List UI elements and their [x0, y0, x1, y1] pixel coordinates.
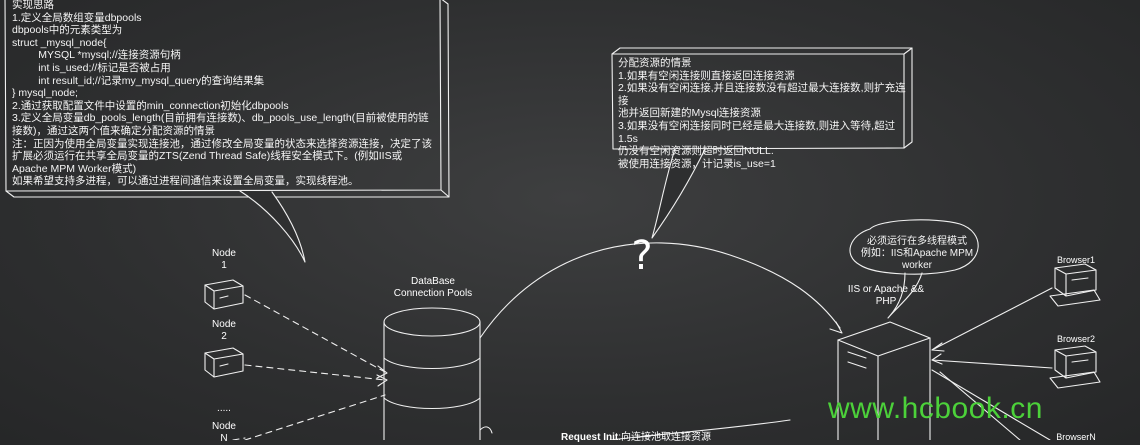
browser1-label: Browser1: [1056, 255, 1095, 265]
node-connection-lines: [232, 294, 386, 440]
node1-icon: [204, 279, 244, 310]
left-note-box: [4, 0, 450, 263]
arrow-db-to-server: [479, 242, 841, 339]
left-note-text: 实现思路 1.定义全局数组变量dbpools dbpools中的元素类型为 st…: [12, 0, 432, 188]
arrow-bottom-curve: [609, 419, 791, 440]
node1-label: Node 1: [212, 248, 236, 271]
browser2-icon: [1049, 345, 1101, 389]
watermark: www.hcbook.cn: [828, 392, 1043, 425]
db-pool-label: DataBase Connection Pools: [393, 276, 473, 299]
bubble-note-text: 必须运行在多线程模式 例如：IIS和Apache MPM worker: [860, 236, 974, 271]
right-note-text: 分配资源的情景 1.如果有空闲连接则直接返回连接资源 2.如果没有空闲连接,并且…: [618, 57, 906, 170]
browser2-label: Browser2: [1056, 334, 1095, 344]
arrow-head-browser1: [931, 342, 945, 352]
server-icon: [837, 321, 931, 440]
arrow-bottom-left: [479, 426, 493, 434]
nodeN-label: Node N: [212, 421, 236, 444]
browser-connection-lines: [931, 287, 1053, 440]
database-cylinder-icon: [383, 307, 481, 440]
right-note-box: [611, 47, 913, 239]
request-init-text: Request Init:向连接池取连接资源: [561, 428, 711, 443]
node2-icon: [204, 347, 244, 378]
browser1-icon: [1049, 263, 1101, 307]
thought-bubble: [849, 219, 979, 319]
question-mark: ?: [631, 233, 653, 279]
server-label: IIS or Apache && PHP: [847, 284, 925, 307]
node-dots-label: .....: [217, 403, 231, 414]
arrow-head-browser2: [931, 353, 943, 365]
arrow-head-node2: [376, 374, 388, 387]
request-init-rest: :向连接池取连接资源: [618, 432, 712, 443]
browserN-label: BrowserN: [1056, 432, 1096, 442]
request-init-bold: Request Init: [561, 432, 619, 443]
arrow-head-server: [829, 321, 843, 334]
node2-label: Node 2: [212, 319, 236, 342]
